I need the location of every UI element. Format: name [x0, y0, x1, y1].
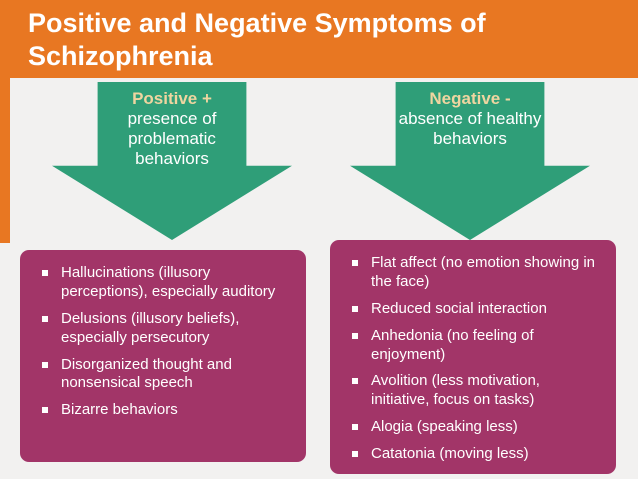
square-bullet-icon: [42, 407, 48, 414]
positive-symptoms-box: Hallucinations (illusory perceptions), e…: [20, 250, 306, 462]
negative-symptoms-list: Flat affect (no emotion showing in the f…: [330, 240, 616, 479]
symptom-text: Flat affect (no emotion showing in the f…: [371, 254, 596, 290]
symptom-text: Bizarre behaviors: [61, 401, 178, 419]
list-item: Hallucinations (illusory perceptions), e…: [42, 264, 290, 302]
symptom-text: Catatonia (moving less): [371, 445, 529, 463]
symptom-text: Delusions (illusory beliefs), especially…: [61, 309, 240, 346]
symptom-text: Alogia (speaking less): [371, 418, 518, 436]
symptom-text: Disorganized thought and nonsensical spe…: [61, 355, 232, 392]
negative-arrow-heading: Negative -: [429, 89, 511, 108]
square-bullet-icon: [352, 378, 358, 385]
square-bullet-icon: [42, 361, 48, 368]
square-bullet-icon: [42, 270, 48, 276]
negative-down-arrow: Negative - absence of healthy behaviors: [350, 82, 590, 240]
positive-down-arrow: Positive + presence of problematic behav…: [52, 82, 292, 240]
list-item: Catatonia (moving less): [352, 445, 600, 464]
negative-symptoms-box: Flat affect (no emotion showing in the f…: [330, 240, 616, 474]
list-item: Alogia (speaking less): [352, 418, 600, 437]
square-bullet-icon: [352, 332, 358, 339]
list-item: Avolition (less motivation, initiative, …: [352, 372, 600, 410]
square-bullet-icon: [352, 424, 358, 431]
square-bullet-icon: [352, 305, 358, 312]
slide-title: Positive and Negative Symptoms of Schizo…: [28, 8, 486, 71]
list-item: Flat affect (no emotion showing in the f…: [352, 254, 600, 292]
symptom-text: Avolition (less motivation, initiative, …: [371, 372, 540, 409]
square-bullet-icon: [352, 260, 358, 266]
positive-arrow-subtext: presence of problematic behaviors: [127, 109, 217, 169]
negative-arrow-subtext: absence of healthy behaviors: [398, 109, 542, 149]
list-item: Bizarre behaviors: [42, 401, 290, 420]
left-accent-strip: [0, 0, 10, 243]
positive-arrow-text: Positive + presence of problematic behav…: [52, 82, 292, 169]
symptom-text: Anhedonia (no feeling of enjoyment): [371, 326, 534, 363]
positive-symptoms-list: Hallucinations (illusory perceptions), e…: [20, 250, 306, 438]
symptom-text: Reduced social interaction: [371, 299, 547, 317]
symptom-text: Hallucinations (illusory perceptions), e…: [61, 264, 276, 300]
positive-arrow-heading: Positive +: [132, 89, 212, 108]
square-bullet-icon: [42, 315, 48, 322]
list-item: Disorganized thought and nonsensical spe…: [42, 356, 290, 394]
negative-arrow-text: Negative - absence of healthy behaviors: [350, 82, 590, 149]
list-item: Reduced social interaction: [352, 300, 600, 319]
square-bullet-icon: [352, 451, 358, 458]
list-item: Anhedonia (no feeling of enjoyment): [352, 327, 600, 365]
list-item: Delusions (illusory beliefs), especially…: [42, 310, 290, 348]
slide-header: Positive and Negative Symptoms of Schizo…: [0, 0, 638, 78]
